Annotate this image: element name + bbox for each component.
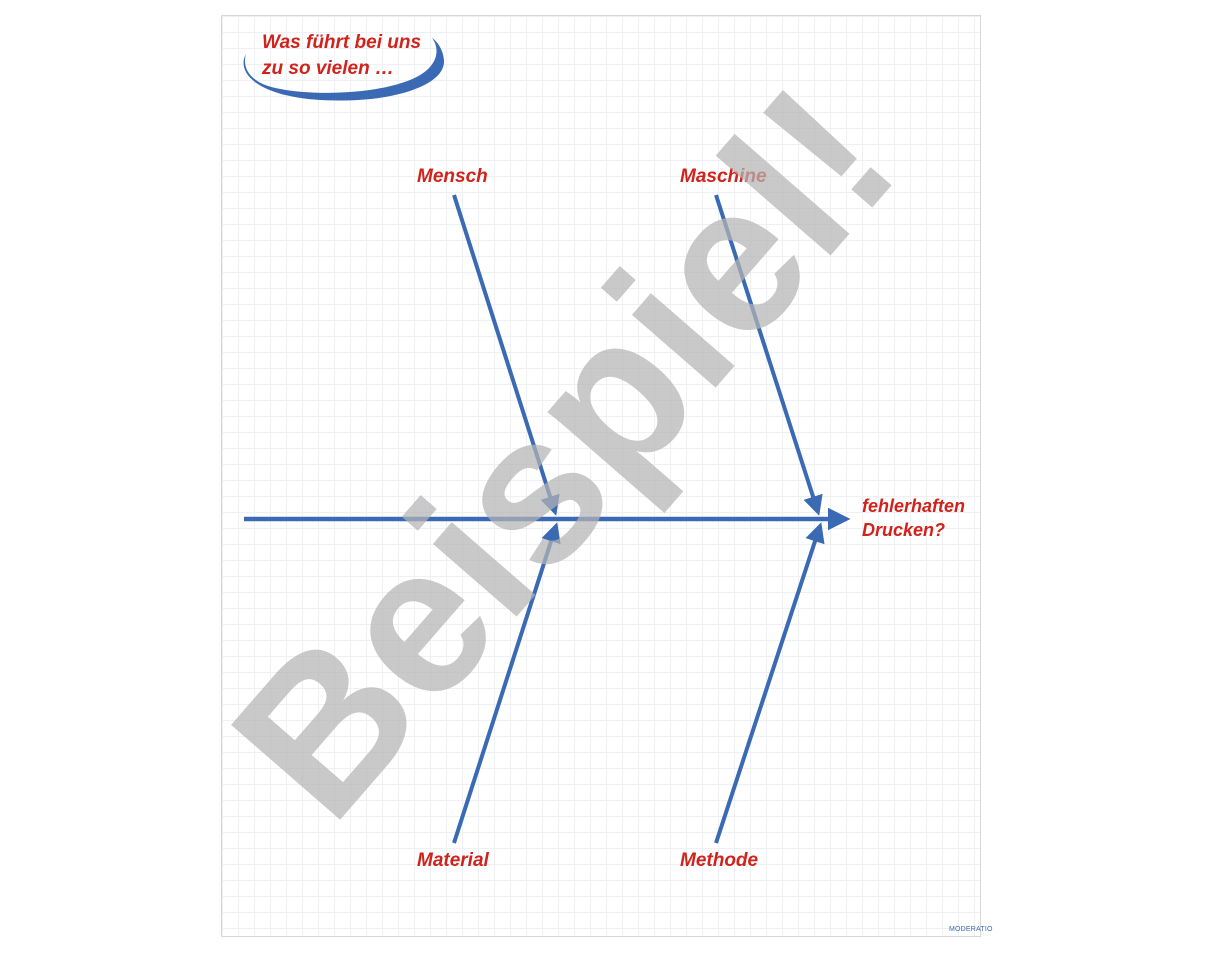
question-line-2: zu so vielen … <box>261 58 394 79</box>
flipchart-sheet <box>221 15 981 937</box>
watermark-text: Beispiel! <box>187 45 939 860</box>
question-line-1: Was führt bei uns <box>262 32 421 53</box>
category-maschine: Maschine <box>680 166 767 187</box>
bone-material-arrow <box>452 522 561 844</box>
bone-methode-arrow <box>714 522 825 844</box>
brand-logo: MODERATIO <box>949 926 993 933</box>
bone-maschine-arrow <box>714 194 823 516</box>
effect-line-1: fehlerhaften <box>862 496 965 516</box>
category-mensch: Mensch <box>417 166 488 187</box>
effect-line-2: Drucken? <box>862 520 945 540</box>
category-methode: Methode <box>680 850 759 871</box>
bone-mensch-arrow <box>452 194 560 516</box>
category-material: Material <box>417 850 490 871</box>
